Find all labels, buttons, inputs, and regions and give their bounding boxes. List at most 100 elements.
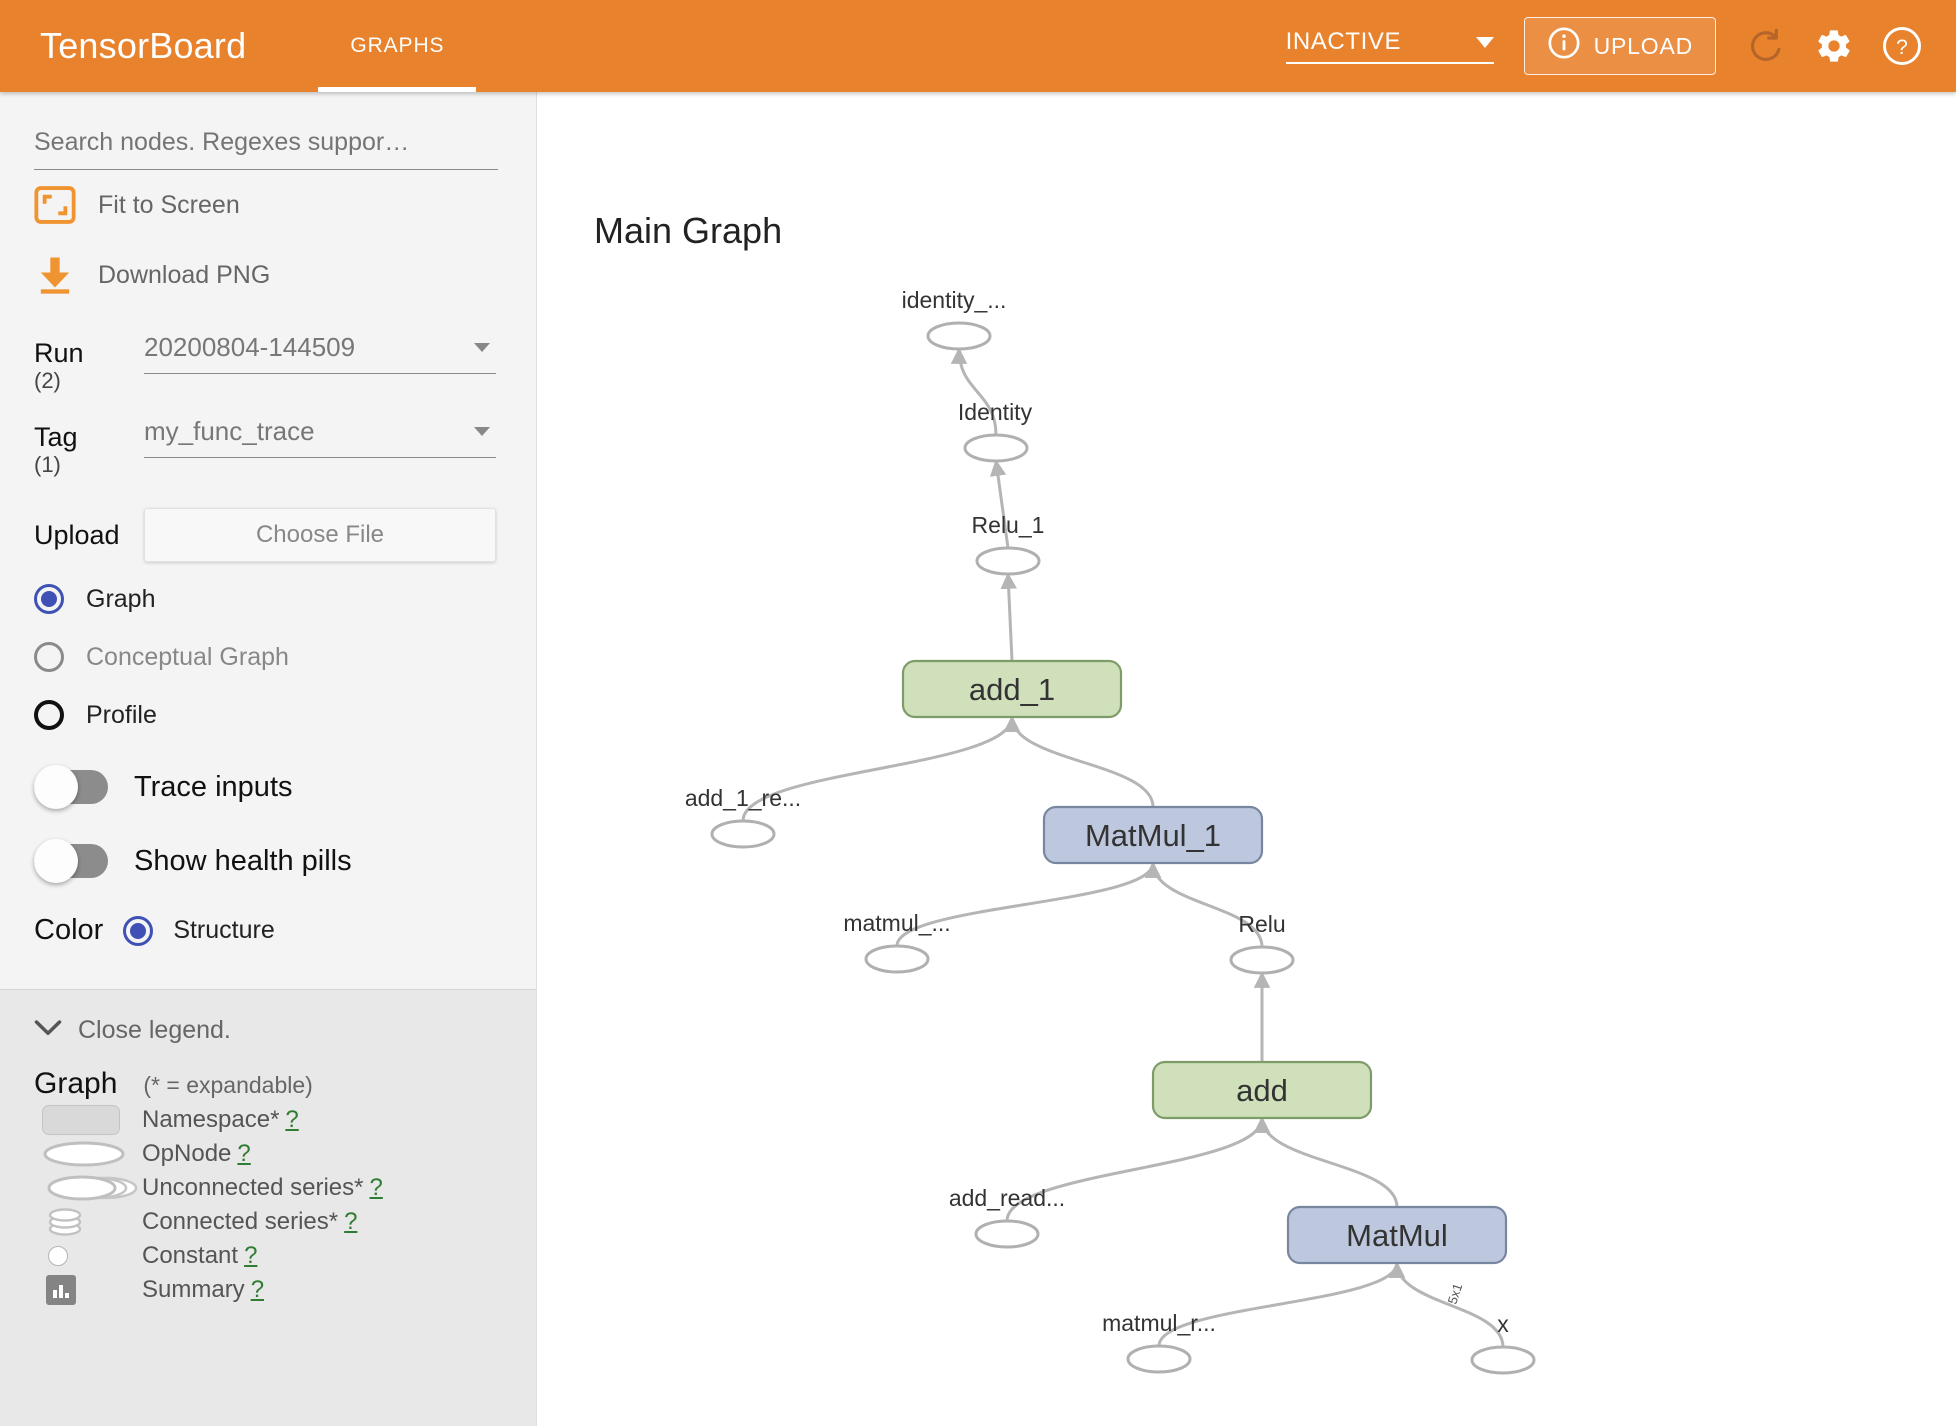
opnode-swatch-icon <box>34 1139 142 1169</box>
radio-profile[interactable]: Profile <box>34 694 496 736</box>
radio-conceptual-graph-indicator <box>34 642 64 673</box>
tag-field: Tag (1) my_func_trace <box>34 412 496 478</box>
graph-node-add[interactable]: add <box>1151 1060 1373 1120</box>
toggle-trace-inputs[interactable]: Trace inputs <box>34 750 496 824</box>
legend-help-summary[interactable]: ? <box>250 1275 265 1303</box>
download-png-label: Download PNG <box>98 260 271 289</box>
search-input[interactable] <box>34 122 498 170</box>
graph-title: Main Graph <box>594 210 783 251</box>
radio-graph-label: Graph <box>86 584 156 613</box>
graph-node-MatMul_1[interactable]: MatMul_1 <box>1042 805 1264 865</box>
gear-icon[interactable] <box>1802 14 1866 78</box>
chevron-down-icon <box>1475 36 1494 48</box>
graph-node-label: add <box>1236 1073 1288 1108</box>
legend-label-summary: Summary <box>142 1275 245 1303</box>
legend-help-unconnected-series[interactable]: ? <box>369 1173 383 1201</box>
graph-node-label: matmul_... <box>843 910 950 936</box>
app-brand: TensorBoard <box>40 25 247 66</box>
legend-item-namespace: Namespace*? <box>34 1104 502 1135</box>
graph-node-shape <box>926 321 992 351</box>
graph-node-shape <box>1151 1060 1373 1120</box>
graph-node-add_1_read[interactable]: add_1_re... <box>685 785 801 849</box>
legend-title-row: Graph (* = expandable) <box>34 1067 502 1101</box>
graph-edge <box>741 715 1021 822</box>
graph-node-label: MatMul <box>1346 1218 1448 1253</box>
graph-node-label: Relu_1 <box>972 512 1045 538</box>
legend-help-opnode[interactable]: ? <box>237 1139 251 1167</box>
run-label-box: Run (2) <box>34 328 144 394</box>
legend-item-opnode: OpNode? <box>34 1138 502 1169</box>
unconnected-series-swatch-icon <box>34 1173 142 1203</box>
graph-node-shape <box>975 546 1041 576</box>
graph-node-label: identity_... <box>902 287 1007 313</box>
graph-edge-label: 5x1 <box>1445 1281 1466 1306</box>
graph-node-identity_out[interactable]: identity_... <box>902 287 1007 351</box>
legend-title: Graph <box>34 1067 118 1101</box>
graph-node-add_1[interactable]: add_1 <box>901 659 1123 719</box>
graph-node-Relu[interactable]: Relu <box>1229 911 1295 975</box>
color-field: Color Structure <box>34 914 496 967</box>
radio-profile-label: Profile <box>86 700 157 729</box>
tag-dropdown[interactable]: my_func_trace <box>144 412 496 459</box>
sidebar: Fit to Screen Download PNG Run <box>0 92 537 1426</box>
radio-color-structure-indicator[interactable] <box>123 915 154 946</box>
app-body: Fit to Screen Download PNG Run <box>0 92 1956 1426</box>
graph-node-Identity[interactable]: Identity <box>958 399 1033 463</box>
legend-label-unconnected-series: Unconnected series* <box>142 1173 364 1201</box>
upload-field: Upload Choose File <box>34 508 496 563</box>
legend-help-namespace[interactable]: ? <box>285 1105 299 1133</box>
upload-button-label: UPLOAD <box>1593 32 1693 59</box>
graph-node-label: add_read... <box>949 1185 1065 1211</box>
legend-label-namespace: Namespace* <box>142 1105 280 1133</box>
tag-label-box: Tag (1) <box>34 412 144 478</box>
tab-graphs[interactable]: GRAPHS <box>318 0 477 92</box>
graph-node-add_read[interactable]: add_read... <box>949 1185 1065 1249</box>
radio-graph[interactable]: Graph <box>34 578 496 620</box>
tag-dropdown-value: my_func_trace <box>144 416 315 447</box>
graph-node-x[interactable]: x <box>1470 1311 1536 1375</box>
close-legend-button[interactable]: Close legend. <box>34 1016 502 1045</box>
fit-to-screen-label: Fit to Screen <box>98 190 240 219</box>
refresh-icon[interactable] <box>1734 14 1798 78</box>
graph-node-Relu_1[interactable]: Relu_1 <box>972 512 1045 576</box>
legend-item-unconnected-series: Unconnected series*? <box>34 1172 502 1203</box>
graph-node-label: x <box>1497 1311 1509 1337</box>
toggle-trace-inputs-label: Trace inputs <box>134 770 293 803</box>
chevron-down-icon <box>474 343 490 352</box>
run-dropdown-value: 20200804-144509 <box>144 332 356 362</box>
download-icon <box>34 255 76 295</box>
legend-help-connected-series[interactable]: ? <box>344 1207 358 1235</box>
run-dropdown[interactable]: 20200804-144509 <box>144 328 496 374</box>
run-field: Run (2) 20200804-144509 <box>34 328 496 394</box>
app-header: TensorBoard GRAPHS INACTIVE UPLOAD <box>0 0 1956 92</box>
graph-node-label: MatMul_1 <box>1085 818 1221 853</box>
legend-label-constant: Constant <box>142 1241 239 1269</box>
graph-node-shape <box>1286 1205 1508 1265</box>
toggle-show-health-pills[interactable]: Show health pills <box>34 824 496 898</box>
choose-file-button[interactable]: Choose File <box>144 508 496 563</box>
radio-conceptual-graph[interactable]: Conceptual Graph <box>34 636 496 678</box>
connected-series-swatch-icon <box>34 1206 142 1238</box>
namespace-swatch-icon <box>34 1104 142 1135</box>
tag-label: Tag <box>34 422 78 453</box>
legend-help-constant[interactable]: ? <box>244 1241 258 1269</box>
help-icon[interactable]: ? <box>1870 14 1934 78</box>
run-state-dropdown[interactable]: INACTIVE <box>1285 28 1494 64</box>
toggle-show-health-pills-label: Show health pills <box>134 844 352 877</box>
graph-node-shape <box>1229 945 1295 975</box>
graph-node-shape <box>1042 805 1264 865</box>
graph-node-matmul_read_1[interactable]: matmul_... <box>843 910 951 974</box>
upload-button[interactable]: UPLOAD <box>1523 17 1716 75</box>
summary-swatch-icon <box>34 1274 142 1305</box>
graph-node-label: Identity <box>958 399 1033 425</box>
info-circle-icon <box>1547 26 1581 66</box>
graph-edge <box>1005 1116 1271 1222</box>
download-png-button[interactable]: Download PNG <box>34 240 496 310</box>
graph-node-matmul_read[interactable]: matmul_r... <box>1102 1310 1216 1374</box>
fit-to-screen-button[interactable]: Fit to Screen <box>34 170 496 240</box>
run-label: Run <box>34 338 84 368</box>
graph-node-MatMul[interactable]: MatMul <box>1286 1205 1508 1265</box>
